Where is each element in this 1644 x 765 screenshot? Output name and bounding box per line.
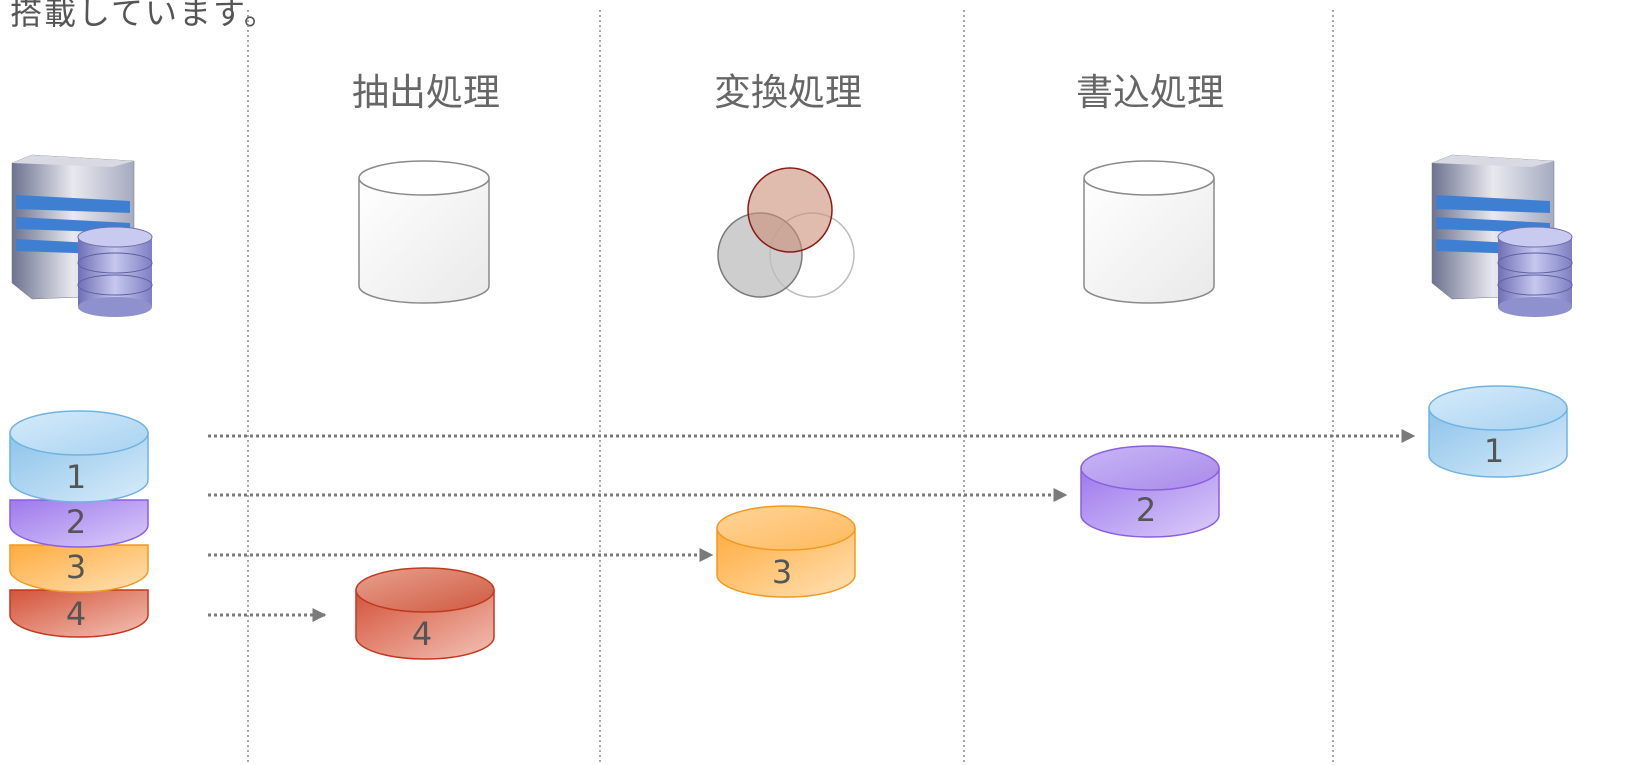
transform-output-cylinder: 3: [716, 505, 856, 598]
source-cylinder-4: 4: [9, 589, 149, 638]
load-stage-cylinder-icon: [1083, 160, 1215, 304]
source-stack: 4 3 2 1: [9, 410, 149, 638]
header-transform: 変換処理: [714, 71, 862, 114]
svg-text:3: 3: [66, 548, 86, 586]
source-cylinder-1: 1: [9, 410, 149, 503]
svg-text:1: 1: [1484, 432, 1504, 470]
svg-text:4: 4: [66, 595, 86, 633]
flow-arrows: [208, 429, 1416, 622]
svg-text:4: 4: [412, 615, 432, 653]
header-extract: 抽出処理: [352, 71, 500, 114]
column-dividers: [247, 10, 1334, 765]
transform-stage-venn-icon: [717, 167, 855, 298]
svg-text:2: 2: [1136, 491, 1156, 529]
svg-text:2: 2: [66, 503, 86, 541]
intro-text: 搭載しています。: [10, 0, 278, 32]
target-server-icon: [1431, 154, 1573, 317]
extract-output-cylinder: 4: [355, 567, 495, 660]
target-output-cylinder: 1: [1428, 385, 1568, 478]
svg-text:1: 1: [66, 458, 86, 496]
svg-text:3: 3: [772, 553, 792, 591]
source-server-icon: [11, 154, 153, 317]
source-cylinder-2: 2: [9, 499, 149, 548]
load-output-cylinder: 2: [1080, 445, 1220, 538]
extract-stage-cylinder-icon: [358, 160, 490, 304]
source-cylinder-3: 3: [9, 544, 149, 593]
header-load: 書込処理: [1076, 71, 1224, 114]
